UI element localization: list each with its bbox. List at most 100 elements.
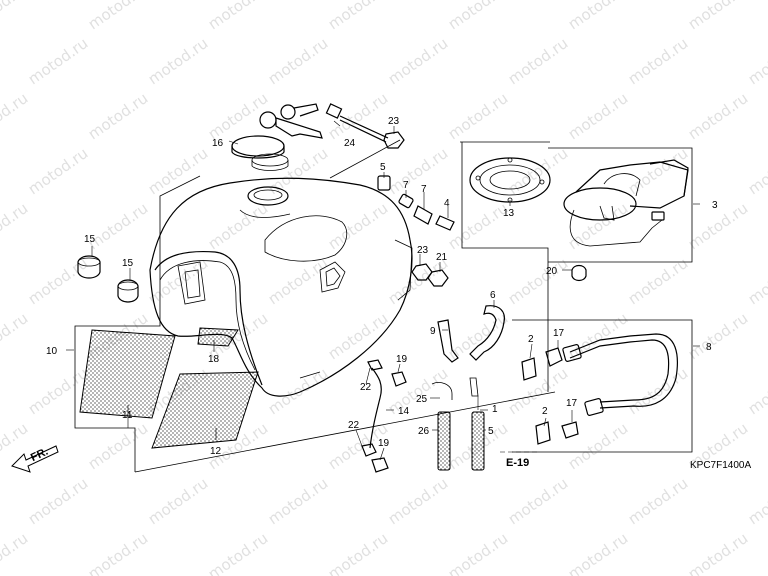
watermark-text: motod.ru [25,34,92,88]
watermark-text: motod.ru [505,364,572,418]
watermark-text: motod.ru [145,34,212,88]
watermark-text: motod.ru [145,144,212,198]
bolt [325,103,389,143]
callout-25: 25 [416,394,428,405]
watermark-text: motod.ru [445,0,512,33]
watermark-text: motod.ru [265,364,332,418]
rubber-grommets [77,255,139,303]
watermark-text: motod.ru [265,34,332,88]
watermark-text: motod.ru [565,0,632,33]
drain-tube [437,319,459,363]
watermark-text: motod.ru [265,474,332,528]
watermark-text: motod.ru [385,474,452,528]
callout-12: 12 [210,446,222,457]
watermark-text: motod.ru [565,309,632,363]
watermark-text: motod.ru [565,419,632,473]
watermark-text: motod.ru [85,529,152,576]
watermark-text: motod.ru [265,144,332,198]
callout-5: 5 [380,162,386,173]
ignition-key [259,103,323,139]
watermark-text: motod.ru [745,474,768,528]
watermark-text: motod.ru [205,529,272,576]
watermark-text: motod.ru [565,89,632,143]
callout-11: 11 [122,410,133,421]
callout-numbers: 16 24 23 5 7 7 4 13 3 23 21 20 15 15 10 … [46,116,718,457]
callout-22-a: 22 [360,382,372,393]
watermark-text: motod.ru [325,199,392,253]
callout-7-a: 7 [403,180,409,191]
fuel-pump [563,159,689,247]
callout-1: 1 [492,404,498,415]
nut [383,131,405,149]
callout-8: 8 [706,342,712,353]
watermark-text: motod.ru [685,529,752,576]
callout-19-b: 19 [378,438,390,449]
callout-15-a: 15 [84,234,96,245]
drain-cable [361,359,407,473]
callout-19-a: 19 [396,354,408,365]
callout-5-b: 5 [488,426,494,437]
reference-e19: E-19 [506,457,529,469]
front-label: FR. [29,446,50,464]
callout-22-b: 22 [348,420,360,431]
callout-26: 26 [418,426,430,437]
watermark-text: motod.ru [685,89,752,143]
watermark-text: motod.ru [145,474,212,528]
watermark-text: motod.ru [85,0,152,33]
watermark-text: motod.ru [85,89,152,143]
watermark-text: motod.ru [745,254,768,308]
callout-6: 6 [490,290,496,301]
detail-boxes [500,147,693,453]
watermark-text: motod.ru [445,529,512,576]
callout-23-top: 23 [388,116,400,127]
callout-9: 9 [430,326,436,337]
watermark-text: motod.ru [0,529,31,576]
tank-fittings [377,175,455,231]
callout-23-side: 23 [417,245,429,256]
watermark-text: motod.ru [85,419,152,473]
watermark-text: motod.ru [445,199,512,253]
callout-20: 20 [546,266,558,277]
callout-18: 18 [208,354,220,365]
watermark-text: motod.ru [685,0,752,33]
watermark-text: motod.ru [445,309,512,363]
watermark-text: motod.ru [205,199,272,253]
leader-lines [66,120,700,461]
watermark-text: motod.ru [0,199,31,253]
watermark-text: motod.ru [0,309,31,363]
watermark-text: motod.ru [625,34,692,88]
watermark-text: motod.ru [745,144,768,198]
callout-2-b: 2 [542,406,548,417]
watermark-text: motod.ru [625,144,692,198]
watermark-text: motod.ru [205,0,272,33]
tank-pads [79,327,259,449]
watermark-text: motod.ru [745,364,768,418]
breather-tubes [431,377,485,471]
watermark-text: motod.ru [325,529,392,576]
callout-24: 24 [344,138,356,149]
watermark-text: motod.ru [625,364,692,418]
callout-2-a: 2 [528,334,534,345]
fuel-hose [469,305,505,361]
callout-15-b: 15 [122,258,134,269]
watermark-text: motod.ru [145,254,212,308]
callout-3: 3 [712,200,718,211]
callout-4: 4 [444,198,450,209]
watermark-text: motod.ru [505,34,572,88]
pump-grommet [571,264,587,282]
watermark-text: motod.ru [685,199,752,253]
watermark-text: motod.ru [0,89,31,143]
callout-17-a: 17 [553,328,565,339]
callout-10: 10 [46,346,58,357]
watermark-text: motod.ru [85,199,152,253]
diagram-code: KPC7F1400A [690,460,751,471]
callout-17-b: 17 [566,398,578,409]
watermark-text: motod.ru [385,34,452,88]
front-direction-arrow: FR. [11,445,59,473]
watermark-text: motod.ru [385,144,452,198]
callout-13: 13 [503,208,515,219]
watermark-text: motod.ru [325,0,392,33]
watermark-text: motod.ru [25,254,92,308]
watermark-text: motod.ru [25,474,92,528]
